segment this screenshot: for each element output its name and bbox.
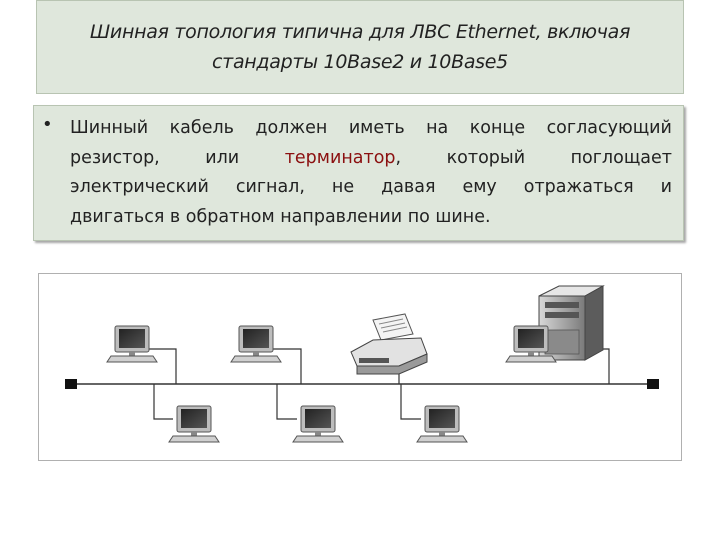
word: конце: [470, 114, 525, 144]
bullet-line-1: Шинный кабель должен иметь на конце согл…: [70, 114, 672, 144]
word: который: [447, 144, 525, 174]
drop-line: [128, 349, 176, 384]
word: поглощает: [571, 144, 672, 174]
word: резистор,: [70, 144, 160, 174]
word: не: [332, 173, 354, 203]
computer-icon: [506, 326, 556, 362]
word: должен: [255, 114, 327, 144]
term-phrase: терминатор,: [285, 144, 401, 174]
computer-icon: [107, 326, 157, 362]
word: или: [205, 144, 239, 174]
title-line-2: стандарты 10Base2 и 10Base5: [212, 47, 508, 77]
word: сигнал,: [236, 173, 305, 203]
server-icon: [539, 286, 603, 360]
terminator-icon: [65, 379, 77, 389]
drop-line: [154, 384, 173, 419]
word: давая: [381, 173, 435, 203]
word: иметь: [349, 114, 405, 144]
bullet-marker: •: [42, 114, 53, 135]
computer-icon: [417, 406, 467, 442]
bullet-line-3: электрический сигнал, не давая ему отраж…: [70, 173, 672, 203]
bullet-text: Шинный кабель должен иметь на конце согл…: [70, 114, 672, 232]
computer-icon: [293, 406, 343, 442]
slide-title: Шинная топология типична для ЛВС Etherne…: [36, 0, 684, 94]
drop-line: [401, 384, 421, 419]
terminator-icon: [647, 379, 659, 389]
word: отражаться: [524, 173, 634, 203]
word: ему: [462, 173, 496, 203]
diagram-canvas: [39, 274, 683, 462]
printer-icon: [351, 314, 427, 374]
term-highlight: терминатор: [285, 148, 396, 168]
computer-icon: [169, 406, 219, 442]
bullet-panel: • Шинный кабель должен иметь на конце со…: [33, 105, 684, 241]
bullet-line-4: двигаться в обратном направлении по шине…: [70, 203, 672, 233]
word: электрический: [70, 173, 209, 203]
bullet-line-2: резистор, или терминатор, который поглощ…: [70, 144, 672, 174]
computer-icon: [231, 326, 281, 362]
word: и: [661, 173, 672, 203]
word: кабель: [170, 114, 234, 144]
word: Шинный: [70, 114, 148, 144]
title-line-1: Шинная топология типична для ЛВС Etherne…: [90, 17, 630, 47]
drop-line: [254, 349, 301, 384]
word: согласующий: [547, 114, 672, 144]
term-comma: ,: [396, 148, 402, 168]
word: на: [426, 114, 448, 144]
bus-topology-diagram: [38, 273, 682, 461]
drop-line: [277, 384, 297, 419]
